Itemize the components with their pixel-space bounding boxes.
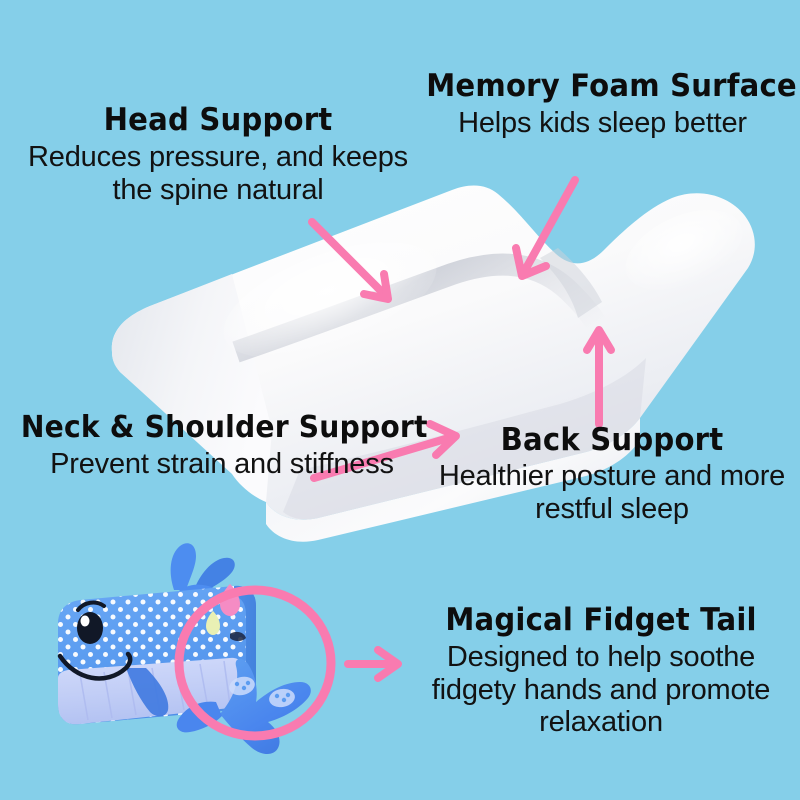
callout-body: Designed to help soothe fidgety hands an… <box>431 641 771 739</box>
callout-heading: Back Support <box>500 422 724 458</box>
callout-magical-fidget-tail: Magical Fidget Tail Designed to help soo… <box>406 604 796 739</box>
callout-head-support: Head Support Reduces pressure, and keeps… <box>18 104 418 206</box>
callout-body: Prevent strain and stiffness <box>50 448 394 481</box>
whale-face <box>57 600 133 681</box>
whale-eye-highlight <box>80 615 90 627</box>
callout-body: Healthier posture and more restful sleep <box>438 460 786 525</box>
callout-neck-shoulder-support: Neck & Shoulder Support Prevent strain a… <box>8 412 436 481</box>
whale-eyebrow <box>76 600 106 612</box>
callout-heading: Head Support <box>103 102 333 138</box>
whale-smile <box>57 651 133 681</box>
callout-heading: Magical Fidget Tail <box>445 602 757 638</box>
callout-body: Helps kids sleep better <box>458 107 747 140</box>
whale-flipper <box>126 668 169 717</box>
callout-memory-foam-surface: Memory Foam Surface Helps kids sleep bet… <box>415 68 797 140</box>
callout-heading: Neck & Shoulder Support <box>20 410 428 445</box>
pillow-right-lobe-highlight <box>625 209 743 291</box>
callout-back-support: Back Support Healthier posture and more … <box>430 424 794 525</box>
callout-body: Reduces pressure, and keeps the spine na… <box>28 141 408 206</box>
callout-heading: Memory Foam Surface <box>426 68 797 104</box>
pillow-front-face <box>266 418 640 542</box>
